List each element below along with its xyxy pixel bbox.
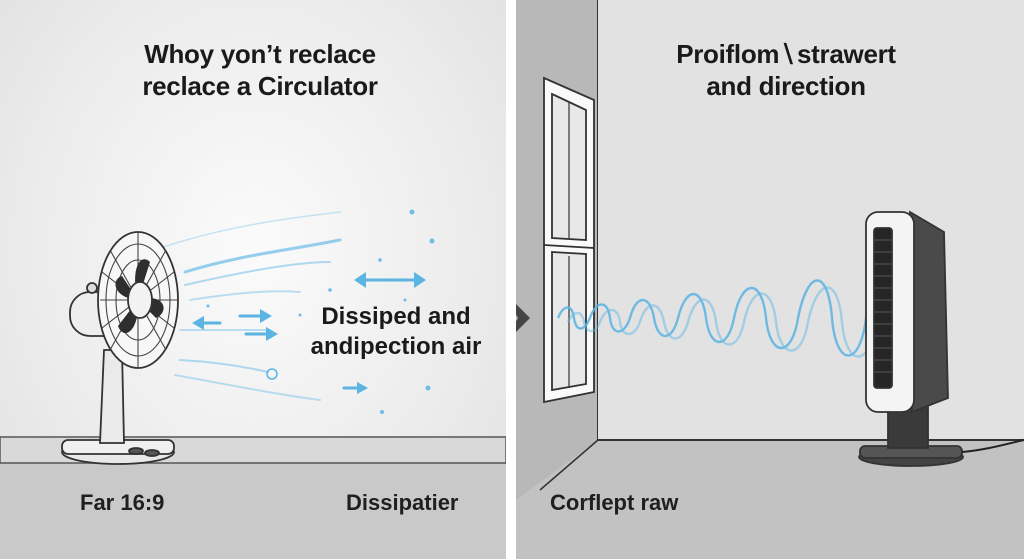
airflow-label: Dissiped and andipection air (296, 302, 496, 362)
right-scene-art (516, 0, 1024, 559)
dissipating-airflow (159, 211, 342, 401)
right-shelf (516, 439, 1024, 559)
tower-circulator-icon (858, 210, 1024, 467)
double-arrow-icon (354, 272, 426, 288)
right-title-line-2: and direction (706, 71, 866, 101)
caption-right: Corflept raw (550, 490, 679, 515)
caption-left: Far 16:9 (80, 490, 165, 515)
arrow-right-small-icon (342, 382, 368, 394)
left-title-line-2: reclace a Circulator (142, 71, 378, 101)
air-particles (206, 209, 435, 414)
right-panel: Proiflom∖strawert and direction Corflept… (516, 0, 1024, 559)
arrow-left-icon (192, 316, 222, 330)
chevron-right-icon (516, 304, 530, 332)
left-shelf (0, 436, 506, 559)
airflow-label-line-2: andipection air (310, 333, 482, 360)
airflow-label-line-1: Dissiped and (321, 303, 471, 330)
airflow-arrows (192, 272, 426, 394)
left-title-line-1: Whoy yon’t reclace (144, 39, 376, 69)
desk-fan-icon (61, 231, 179, 465)
left-panel: Whoy yon’t reclace reclace a Circulator … (0, 0, 506, 559)
window-icon (543, 76, 595, 404)
left-scene-art (0, 209, 506, 559)
right-panel-title: Proiflom∖strawert and direction (636, 38, 936, 102)
left-panel-title: Whoy yon’t reclace reclace a Circulator (60, 38, 460, 102)
caption-mid: Dissipatier (346, 490, 459, 515)
arrow-right-icon (238, 309, 278, 341)
right-title-line-1: Proiflom∖strawert (676, 39, 896, 69)
panel-divider (506, 0, 516, 559)
